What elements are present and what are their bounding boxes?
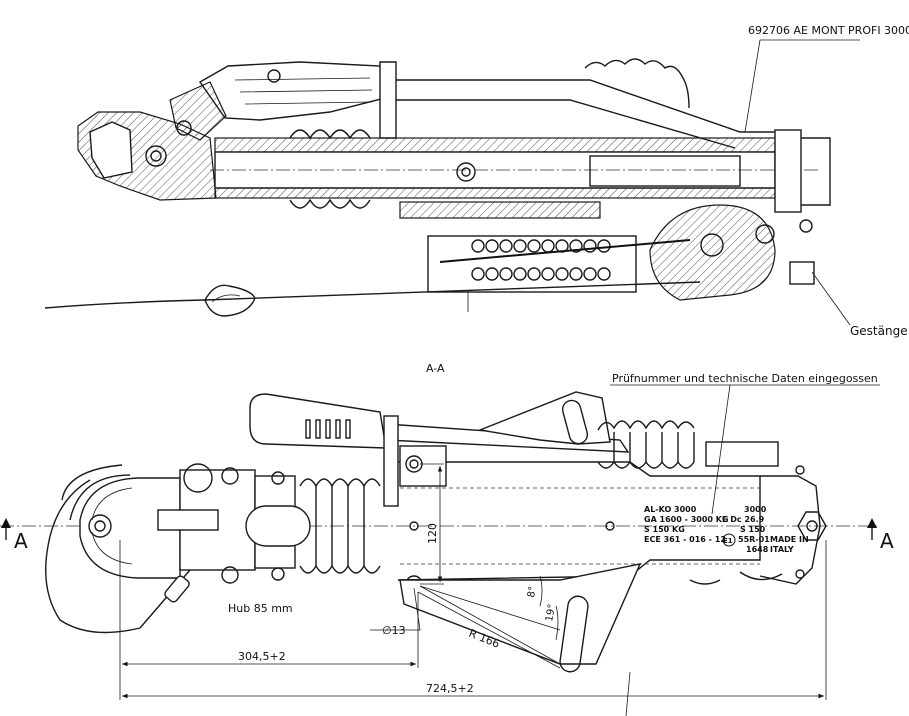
- plate-dc-value: E Dc 26.9: [722, 515, 765, 524]
- plate-line-2: GA 1600 - 3000 KG: [644, 515, 729, 524]
- section-mark-right: [867, 518, 877, 540]
- plan-view: [0, 391, 880, 673]
- dim-total-length: [122, 540, 827, 716]
- plate-line-3: S 150 KG: [644, 525, 685, 534]
- plate-line-1: AL-KO 3000: [644, 505, 697, 514]
- type-plate: AL-KO 3000 GA 1600 - 3000 KG S 150 KG EC…: [644, 505, 809, 554]
- section-label: A-A: [426, 362, 445, 375]
- angle-large: 19°: [544, 603, 558, 622]
- plate-support-load: S 150: [740, 525, 766, 534]
- dim-angles: [419, 575, 561, 665]
- approval-mark: E1: [723, 537, 733, 545]
- plate-rating: 3000: [744, 505, 767, 514]
- angle-small: 8°: [526, 585, 539, 598]
- section-mark-left: [1, 518, 11, 540]
- made-in-line-1: MADE IN: [770, 535, 809, 544]
- plate-line-4: ECE 361 - 016 - 12: [644, 535, 726, 544]
- approval-mark-circle: [722, 533, 736, 547]
- dim-hole-distance-value: 120: [426, 523, 439, 544]
- dim-total-length-value: 724,5+2: [426, 682, 474, 695]
- plate-regulation: 55R-01: [738, 535, 770, 544]
- section-letter-right: A: [880, 529, 894, 553]
- spring-coils: [471, 239, 611, 281]
- stroke-label: Hub 85 mm: [228, 602, 293, 615]
- dim-short-length: [119, 540, 419, 700]
- plate-code: 1648: [746, 545, 769, 554]
- dim-short-length-value: 304,5+2: [238, 650, 286, 663]
- dim-diameter: ∅13: [382, 624, 406, 637]
- linkage-label: Gestänge: [850, 324, 908, 338]
- casting-note: Prüfnummer und technische Daten eingegos…: [612, 372, 878, 385]
- section-view: [44, 39, 860, 326]
- section-letter-left: A: [14, 529, 28, 553]
- made-in-line-2: ITALY: [770, 545, 794, 554]
- handle-grip-ribs: [305, 419, 351, 439]
- dim-hole-distance: [420, 463, 444, 585]
- part-number-label: 692706 AE MONT PROFI 3000: [748, 24, 909, 37]
